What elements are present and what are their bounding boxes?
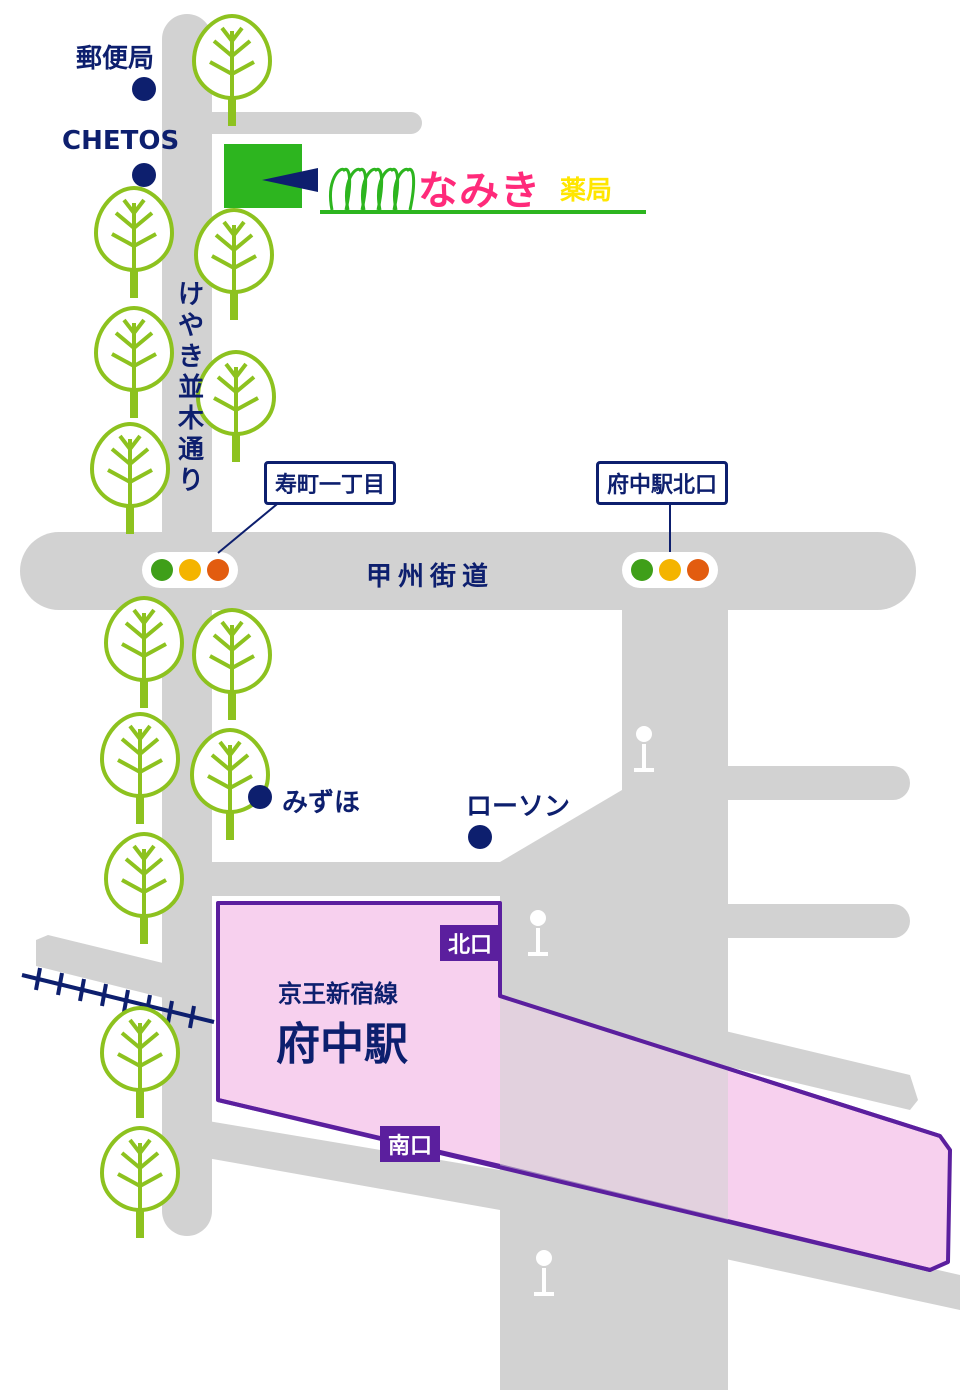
place-dot-icon[interactable]	[132, 77, 156, 101]
store-suffix: 薬局	[560, 176, 613, 206]
label-south-exit[interactable]: 南口	[380, 1126, 441, 1162]
label-station-line: 京王新宿線	[278, 980, 398, 1008]
traffic-light-icon	[142, 552, 238, 588]
tree-icon	[90, 422, 170, 536]
place-dot-icon[interactable]	[468, 825, 492, 849]
callout-line	[217, 499, 283, 554]
label-mizuho: みずほ	[282, 788, 361, 818]
station-border-bottom	[217, 1098, 931, 1272]
east-vertical-road	[622, 580, 728, 1390]
label-chetos: CHETOS	[62, 126, 180, 156]
brand-underline	[320, 210, 646, 214]
label-north-exit[interactable]: 北口	[440, 925, 501, 961]
tree-icon	[94, 306, 174, 420]
side-street-right-1	[700, 766, 910, 800]
station-border-top	[499, 994, 941, 1138]
label-keyaki-street: けやき並木通り	[177, 280, 204, 496]
label-post-office: 郵便局	[76, 44, 155, 74]
side-street-top	[190, 112, 422, 134]
station-road-overlay	[500, 996, 728, 1220]
road-west-diagonal	[36, 935, 212, 1010]
railway-track-icon	[21, 967, 215, 1029]
side-street-right-2	[700, 904, 910, 938]
traffic-light-icon	[622, 552, 718, 588]
store-name: なみき	[418, 168, 541, 214]
place-dot-icon[interactable]	[248, 785, 272, 809]
label-koshu-kaido: 甲州街道	[366, 562, 495, 592]
brand-logo-icon	[329, 167, 416, 211]
label-fuchu-north: 府中駅北口	[596, 461, 729, 505]
brand-pointer	[262, 168, 318, 192]
tree-icon	[94, 186, 174, 300]
road-east-upper-diagonal	[700, 1025, 918, 1110]
label-lawson: ローソン	[466, 792, 571, 822]
place-dot-icon[interactable]	[132, 163, 156, 187]
keyaki-street	[162, 14, 212, 1236]
label-kotobukicho: 寿町一丁目	[264, 461, 397, 505]
label-station-name: 府中駅	[276, 1019, 408, 1070]
